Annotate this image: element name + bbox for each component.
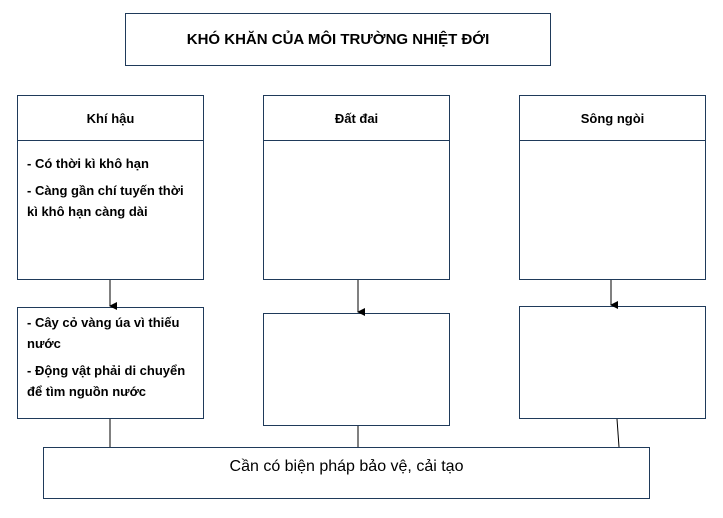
- header-box-land: Đất đai: [263, 95, 450, 141]
- header-land: Đất đai: [334, 110, 379, 126]
- climate-lower-item-1: - Cây cỏ vàng úa vì thiếu nước: [27, 315, 180, 351]
- conclusion-text: Cần có biện pháp bảo vệ, cải tạo: [229, 458, 464, 475]
- climate-upper-item-2: - Càng gần chí tuyến thời kì khô hạn càn…: [27, 183, 184, 219]
- climate-upper-item-1: - Có thời kì khô hạn: [27, 156, 149, 171]
- content-box-climate-upper: - Có thời kì khô hạn - Càng gần chí tuyế…: [17, 140, 204, 280]
- conclusion-box: Cần có biện pháp bảo vệ, cải tạo: [43, 447, 650, 499]
- header-box-rivers: Sông ngòi: [519, 95, 706, 141]
- content-box-land-upper: [263, 140, 450, 280]
- header-rivers: Sông ngòi: [580, 110, 645, 126]
- content-box-rivers-lower: [519, 306, 706, 419]
- content-box-land-lower: [263, 313, 450, 426]
- header-climate: Khí hậu: [86, 110, 135, 126]
- diagram-title-box: KHÓ KHĂN CỦA MÔI TRƯỜNG NHIỆT ĐỚI: [125, 13, 551, 66]
- climate-lower-item-2: - Động vật phải di chuyển để tìm nguồn n…: [27, 363, 186, 399]
- content-box-rivers-upper: [519, 140, 706, 280]
- link-rivers-conclusion: [616, 418, 620, 448]
- diagram-title: KHÓ KHĂN CỦA MÔI TRƯỜNG NHIỆT ĐỚI: [186, 31, 490, 48]
